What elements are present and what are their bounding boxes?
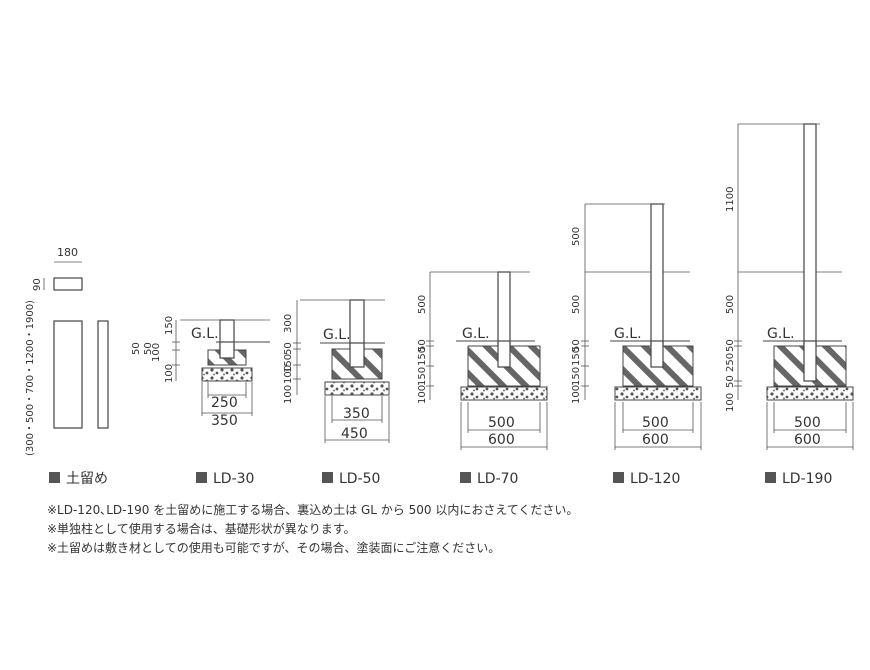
svg-text:150: 150 — [417, 347, 428, 366]
ld120-gl-label: G.L. — [614, 326, 642, 342]
svg-text:100: 100 — [571, 385, 582, 404]
svg-text:350: 350 — [343, 406, 370, 422]
ld30-gl-label: G.L. — [191, 326, 219, 342]
tsuchidome-drawing: 180 90 (300・500・700・1200・1900) — [25, 246, 109, 456]
svg-text:100: 100 — [417, 385, 428, 404]
ld120-gravel-base — [614, 386, 702, 401]
ld50-gl-label: G.L. — [323, 327, 351, 343]
ld120-drawing: G.L. 500 500 50 150 150 100 500 600 — [571, 203, 702, 450]
label-square-icon — [613, 472, 624, 483]
ld190-gravel-base — [766, 386, 854, 401]
svg-text:500: 500 — [417, 295, 428, 314]
ld30-gravel-base — [201, 367, 253, 382]
series-label-ld70: LD-70 — [477, 471, 518, 487]
series-label-ld30: LD-30 — [213, 471, 254, 487]
board-cap-section — [53, 277, 83, 291]
label-square-icon — [765, 472, 776, 483]
svg-text:500: 500 — [488, 415, 515, 431]
ld190-gl-label: G.L. — [767, 326, 795, 342]
notes-block: ※LD-120､LD-190 を土留めに施工する場合、裏込め土は GL から 5… — [47, 501, 578, 558]
series-label-ld120: LD-120 — [630, 471, 680, 487]
svg-text:350: 350 — [211, 413, 238, 429]
svg-text:100: 100 — [725, 393, 736, 412]
note-line: ※土留めは敷き材としての使用も可能ですが、その場合、塗装面にご注意ください。 — [47, 541, 501, 555]
ld30-drawing: G.L. 150 50 50 100 100 250 350 — [131, 316, 270, 429]
svg-text:50: 50 — [725, 339, 736, 352]
tsuchidome-cap-label: 90 — [32, 278, 43, 291]
svg-text:100: 100 — [283, 385, 294, 404]
svg-text:250: 250 — [211, 395, 238, 411]
svg-text:600: 600 — [794, 432, 821, 448]
series-labels: 土留め LD-30 LD-50 LD-70 LD-120 LD-190 — [49, 471, 832, 487]
ld50-gravel-base — [324, 381, 390, 396]
board-front-view — [53, 320, 83, 429]
ld70-gl-label: G.L. — [462, 326, 490, 342]
svg-text:150: 150 — [571, 367, 582, 386]
svg-text:50: 50 — [417, 339, 428, 352]
label-square-icon — [322, 472, 333, 483]
ld190-drawing: G.L. 1100 500 50 250 50 100 500 600 — [725, 123, 854, 450]
series-label-ld190: LD-190 — [782, 471, 832, 487]
svg-text:500: 500 — [571, 227, 582, 246]
svg-text:450: 450 — [341, 426, 368, 442]
label-square-icon — [460, 472, 471, 483]
svg-text:50: 50 — [571, 339, 582, 352]
note-line: ※単独柱として使用する場合は、基礎形状が異なります。 — [47, 522, 356, 536]
svg-text:500: 500 — [642, 415, 669, 431]
svg-text:300: 300 — [283, 314, 294, 333]
svg-text:500: 500 — [794, 415, 821, 431]
svg-text:600: 600 — [642, 432, 669, 448]
ld70-drawing: G.L. 500 50 150 150 100 500 600 — [417, 271, 548, 450]
note-line: ※LD-120､LD-190 を土留めに施工する場合、裏込め土は GL から 5… — [47, 503, 579, 517]
series-label-ld50: LD-50 — [339, 471, 380, 487]
svg-text:1100: 1100 — [725, 187, 736, 212]
svg-text:100: 100 — [283, 365, 294, 384]
svg-text:150: 150 — [571, 347, 582, 366]
ld70-gravel-base — [460, 386, 548, 401]
svg-text:600: 600 — [488, 432, 515, 448]
ld50-drawing: G.L. 300 50 150 100 100 350 450 — [283, 299, 390, 443]
tsuchidome-length-label: (300・500・700・1200・1900) — [25, 300, 36, 456]
board-side-view — [97, 320, 109, 429]
svg-text:150: 150 — [164, 316, 175, 335]
series-label-tsuchidome: 土留め — [66, 471, 108, 487]
svg-text:50: 50 — [725, 375, 736, 388]
svg-text:50: 50 — [143, 342, 154, 355]
svg-text:150: 150 — [417, 367, 428, 386]
svg-text:50: 50 — [131, 342, 142, 355]
svg-text:100: 100 — [164, 364, 175, 383]
svg-text:150: 150 — [283, 354, 294, 373]
svg-text:100: 100 — [151, 343, 162, 362]
svg-text:500: 500 — [571, 295, 582, 314]
tsuchidome-width-label: 180 — [57, 246, 78, 259]
svg-text:50: 50 — [283, 342, 294, 355]
svg-text:250: 250 — [725, 353, 736, 372]
label-square-icon — [49, 472, 60, 483]
label-square-icon — [196, 472, 207, 483]
svg-text:500: 500 — [725, 295, 736, 314]
